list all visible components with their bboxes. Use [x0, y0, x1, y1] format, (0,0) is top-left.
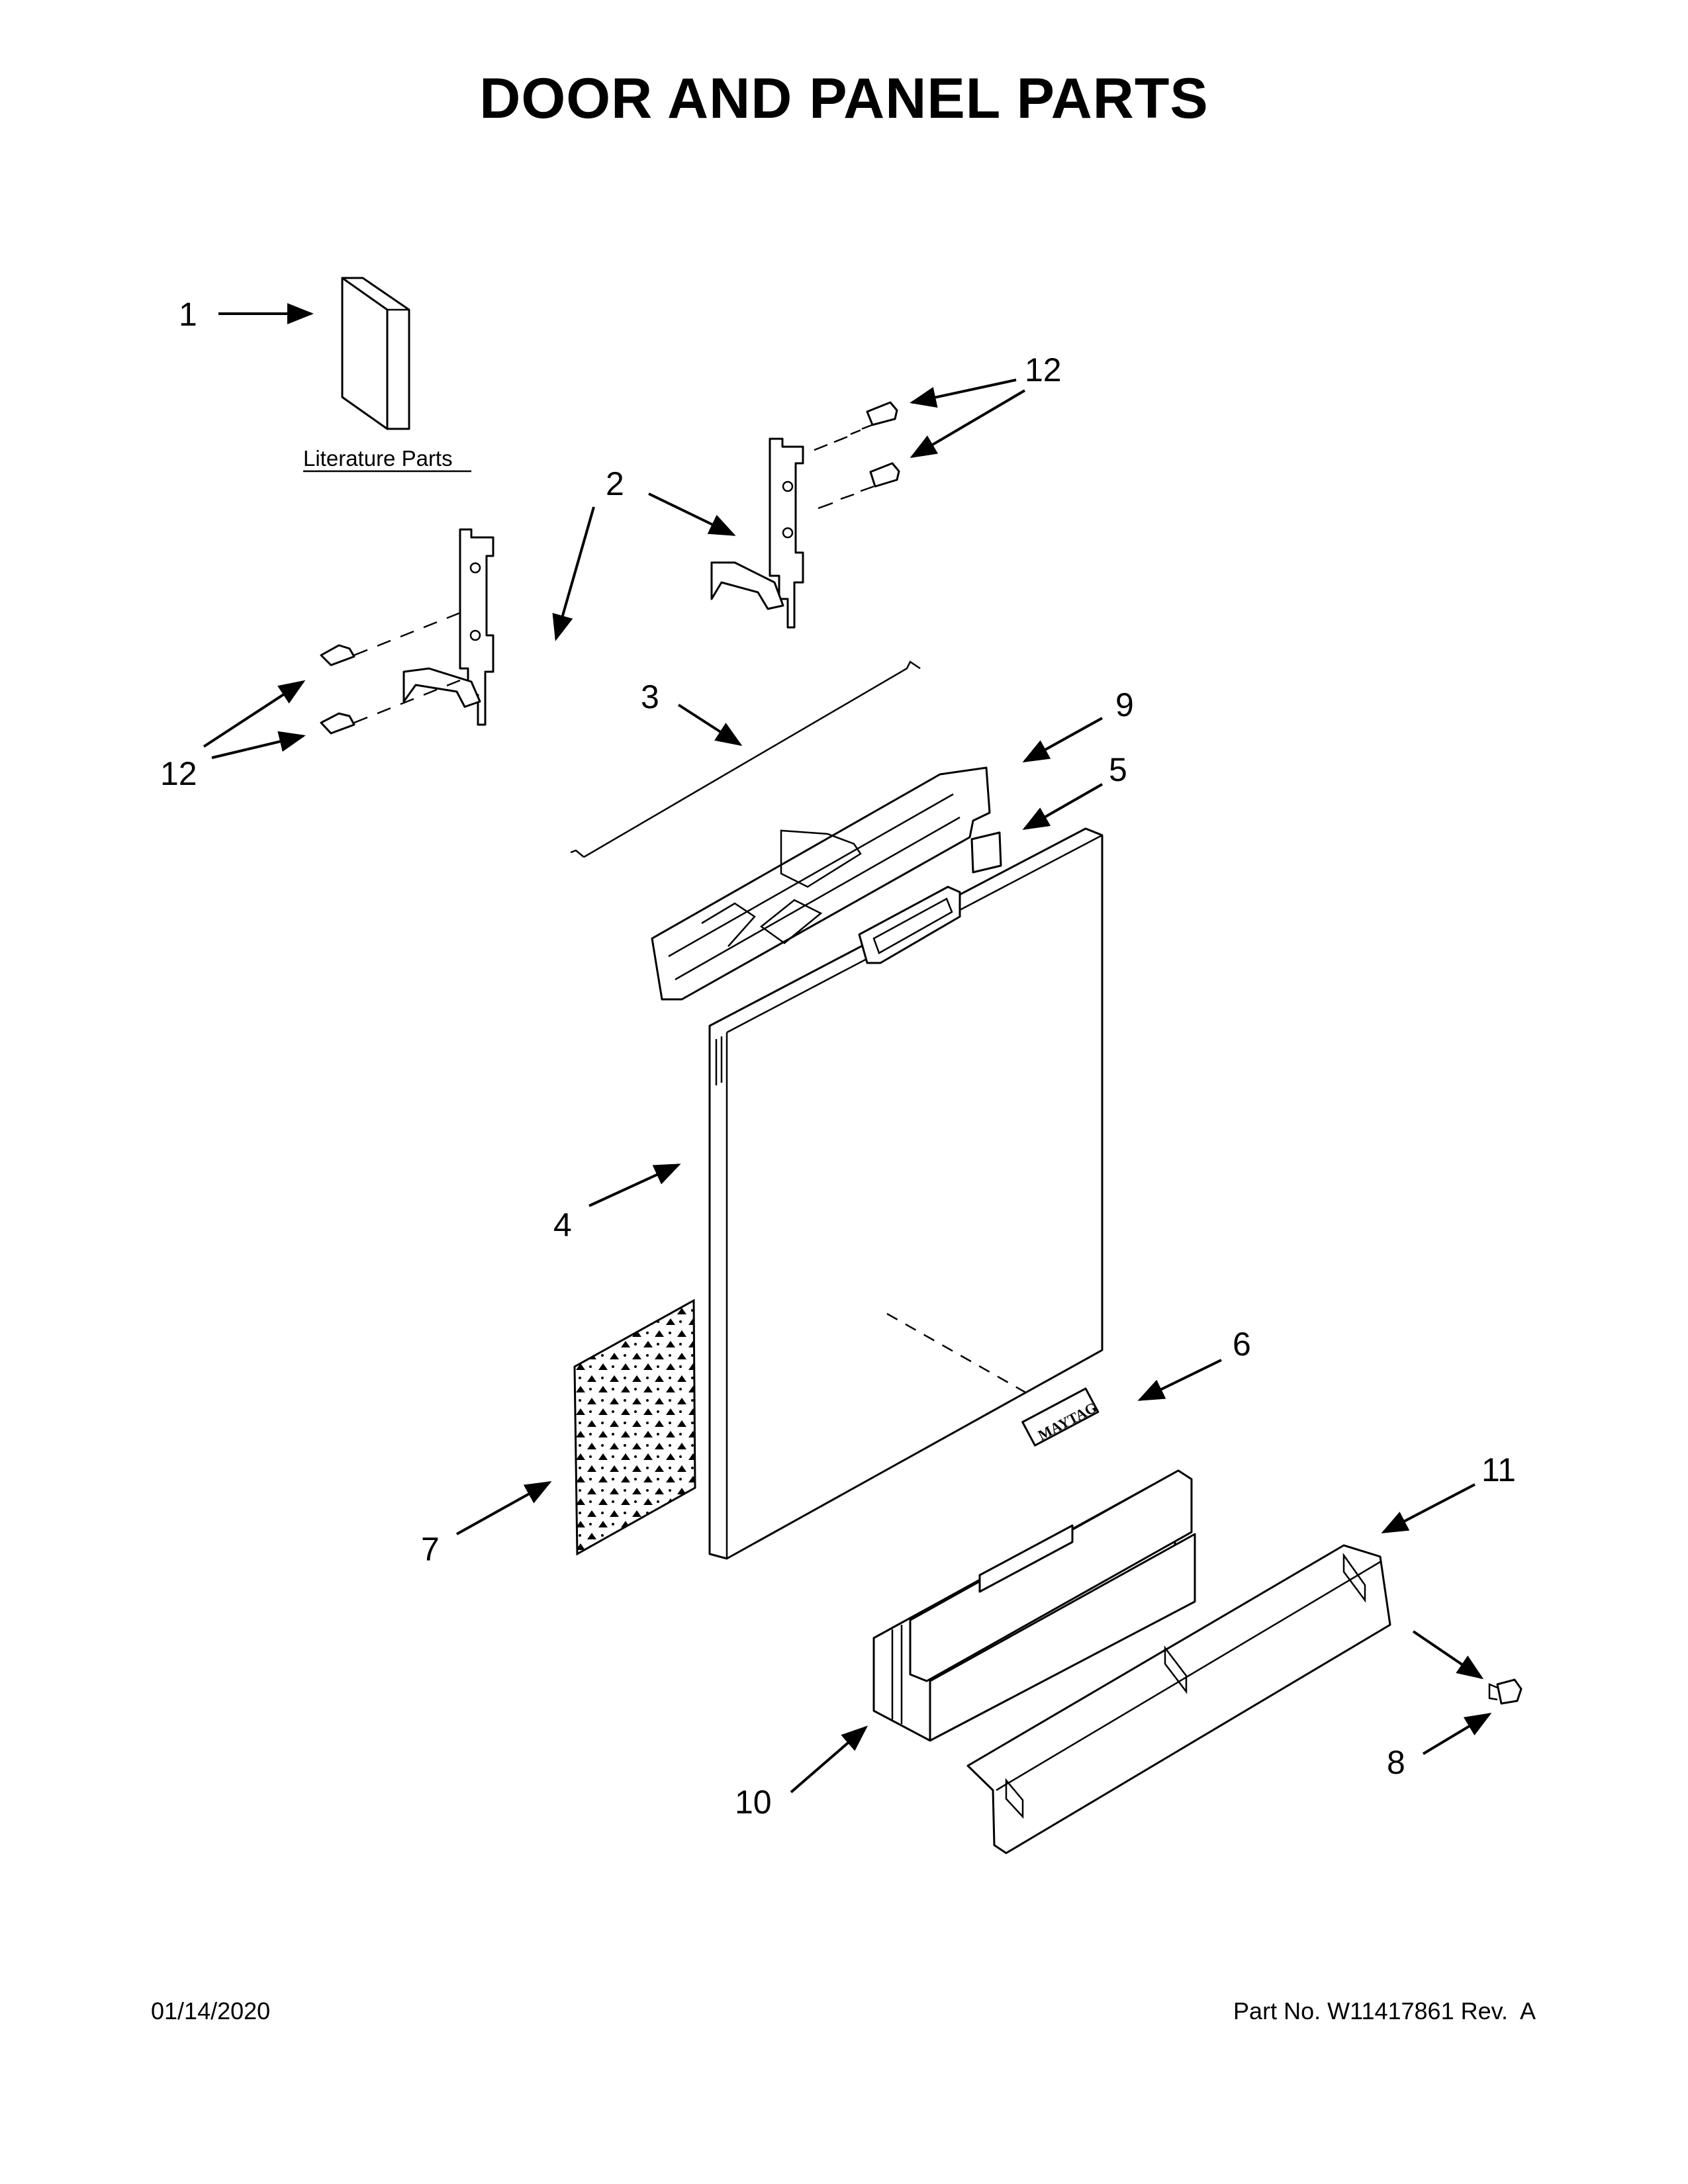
revision: Rev. A	[1460, 1997, 1536, 2025]
callout-6: 6	[1233, 1326, 1251, 1363]
callout-12-top: 12	[1025, 351, 1062, 388]
screw-8	[1488, 1678, 1523, 1705]
hinge-bracket-right	[710, 437, 804, 629]
door-rod	[570, 660, 921, 858]
screw-left-2	[320, 679, 461, 735]
screw-top-2	[818, 462, 900, 510]
callout-2: 2	[606, 465, 624, 502]
control-console	[651, 766, 991, 1001]
callout-8: 8	[1387, 1744, 1405, 1781]
callout-11: 11	[1481, 1451, 1516, 1488]
callout-4: 4	[553, 1206, 572, 1244]
toe-kick-base	[872, 1469, 1196, 1742]
part-prefix: Part No.	[1233, 1997, 1321, 2025]
literature-parts-label: Literature Parts	[303, 446, 453, 471]
page-title: DOOR AND PANEL PARTS	[479, 67, 1209, 130]
footer-date: 01/14/2020	[151, 1997, 271, 2025]
insulation-mesh	[573, 1298, 696, 1556]
callout-7: 7	[421, 1531, 440, 1568]
hinge-bracket-left	[402, 528, 494, 726]
leader-lines	[203, 303, 1492, 1794]
callout-9: 9	[1115, 686, 1134, 723]
door-panel: MAYTAG	[708, 827, 1103, 1560]
screw-left-1	[320, 612, 461, 666]
footer-part-info: Part No. W11417861 Rev. A	[1233, 1997, 1536, 2025]
literature-booklet	[341, 277, 410, 430]
screw-top-1	[814, 401, 898, 451]
callout-3: 3	[641, 678, 659, 715]
callout-1: 1	[179, 296, 197, 333]
door-pad	[970, 831, 1002, 874]
part-number: W11417861	[1327, 1997, 1454, 2025]
kick-plate	[966, 1544, 1391, 1854]
callout-12-left: 12	[160, 755, 197, 792]
callout-10: 10	[735, 1784, 772, 1821]
callout-5: 5	[1109, 751, 1127, 788]
